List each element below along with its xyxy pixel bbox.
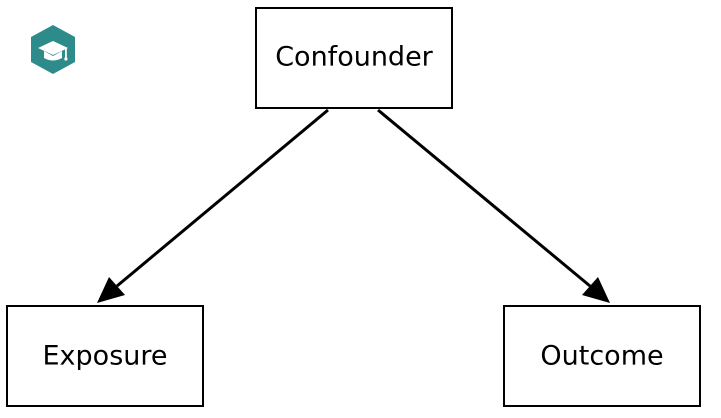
node-outcome: Outcome <box>503 305 701 407</box>
arrowhead-outcome <box>582 277 610 303</box>
node-exposure-label: Exposure <box>43 341 168 372</box>
node-confounder-label: Confounder <box>275 42 433 73</box>
edge-confounder-exposure <box>97 108 329 303</box>
node-outcome-label: Outcome <box>540 341 663 372</box>
node-exposure: Exposure <box>6 305 204 407</box>
graduation-cap-icon <box>31 25 75 74</box>
arrowhead-exposure <box>97 277 125 303</box>
node-confounder: Confounder <box>255 7 453 109</box>
edge-confounder-outcome <box>377 108 610 303</box>
